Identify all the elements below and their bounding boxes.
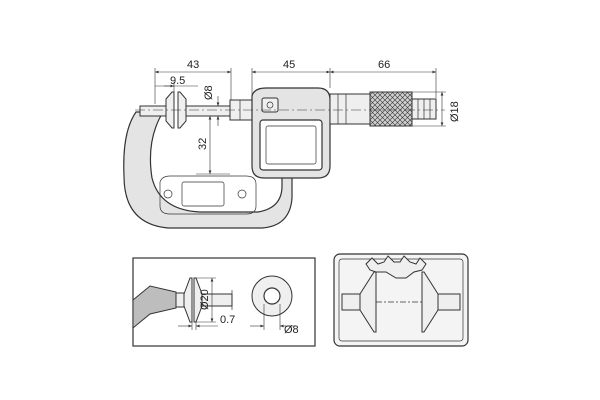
dim-spindle-length: 43 [187, 59, 199, 71]
detail-disc-panel: Ø20 0.7 Ø8 [132, 257, 316, 347]
frame-rivet-left [163, 189, 173, 199]
dim-thimble-length: 66 [378, 59, 390, 71]
main-view: 43 9.5 Ø8 32 45 66 Ø18 [123, 59, 461, 229]
gear-teeth [365, 255, 427, 279]
dim-spindle-dia: Ø8 [203, 85, 215, 100]
gear-detail-left-disc [359, 271, 377, 333]
anvil-stem [139, 105, 167, 117]
thimble-knurl [369, 91, 413, 127]
detail-frame-stub [132, 285, 177, 330]
frame-emblem [181, 181, 225, 207]
barrel [329, 93, 371, 125]
dim-disc-dia: Ø20 [199, 289, 211, 310]
spindle-disc [177, 91, 187, 129]
frame-window [159, 175, 257, 215]
spindle-shaft [185, 105, 231, 117]
detail-gear-panel [333, 253, 469, 347]
dim-head-length: 45 [283, 59, 295, 71]
dim-throat-depth: 32 [197, 138, 209, 150]
dim-disc-offset: 9.5 [170, 75, 185, 87]
head-button [261, 97, 279, 113]
dim-face-dia: Ø8 [284, 324, 299, 336]
dim-thimble-dia: Ø18 [449, 101, 461, 122]
anvil-disc [165, 91, 175, 129]
dim-disc-edge: 0.7 [220, 314, 235, 326]
lcd-display [259, 119, 323, 171]
frame-rivet-right [237, 189, 247, 199]
detail-face-inner [263, 287, 281, 305]
